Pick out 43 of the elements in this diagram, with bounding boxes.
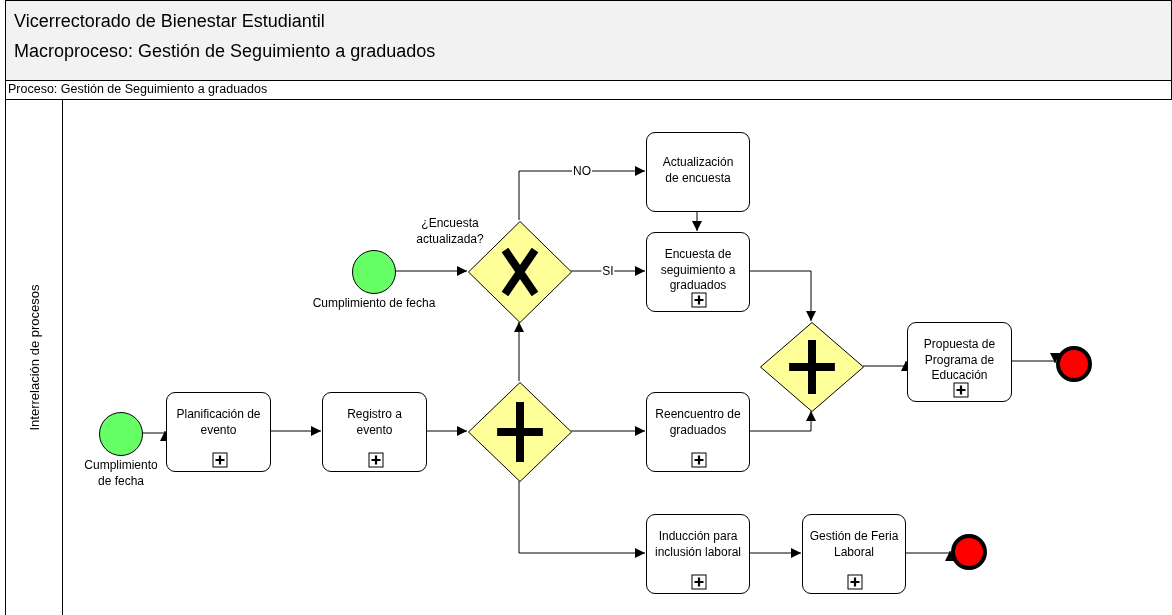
sequence-flow-arrow [748,410,816,432]
task-label: Registro a evento [346,407,403,439]
task-label: Reencuentro de graduados [654,407,742,439]
sequence-flow-arrow [692,210,702,232]
subprocess-box [646,232,750,312]
sequence-flow-arrow [518,166,646,221]
sequence-flow-arrow [1010,353,1060,364]
subprocess-box [322,392,427,472]
sequence-flow-arrow [748,548,802,558]
subprocess-box [802,514,906,594]
parallel-gateway [760,322,864,412]
sequence-flow-arrow [514,321,524,382]
sequence-flow-arrow [269,426,322,436]
sequence-flow-arrow [570,266,646,276]
event-label: Cumplimiento de fecha [311,295,437,312]
subprocess-box [646,392,750,472]
gateway-question: ¿Encuesta actualizada? [415,215,485,248]
sequence-flow-arrow [425,426,468,436]
end-event [1056,346,1092,382]
macroprocess-label: Macroproceso: Gestión de Seguimiento a graduados [14,41,436,62]
sequence-flow-arrow [394,266,468,276]
start-event [99,412,143,456]
task-label: Inducción para inclusión laboral [653,529,743,561]
pool-label: Proceso: Gestión de Seguimiento a graduados [8,81,268,98]
task-label: Encuesta de seguimiento a graduados [659,247,737,294]
task-box [646,132,750,212]
task-label: Propuesta de Programa de Educación [922,337,997,384]
sequence-flow-arrow [904,550,955,561]
lane-label: Interrelación de procesos [26,283,42,433]
task-label: Actualización de encuesta [661,155,735,187]
start-event [352,250,396,294]
subprocess-box [646,514,750,594]
task-label: Gestión de Feria Laboral [808,529,900,561]
parallel-gateway [468,382,572,482]
event-label: Cumplimiento de fecha [83,457,159,490]
subprocess-box [907,322,1012,402]
diagram-title: Vicerrectorado de Bienestar Estudiantil [14,11,325,32]
sequence-flow-arrow [518,480,646,558]
sequence-flow-arrow [748,270,816,322]
task-label: Planificación de evento [175,407,262,439]
end-event [951,534,987,570]
subprocess-box [166,392,271,472]
sequence-flow-arrow [570,426,646,436]
